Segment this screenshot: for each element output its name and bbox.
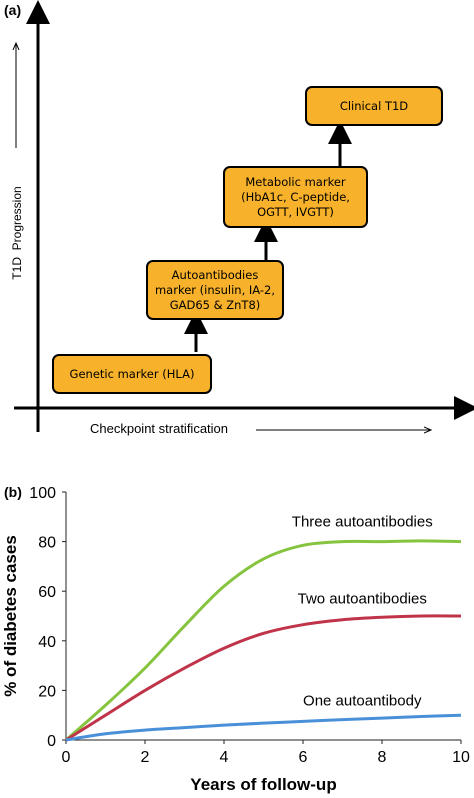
- x-tick-label: 8: [378, 749, 387, 766]
- metabolic-marker-label: Metabolic marker (HbA1c, C-peptide, OGTT…: [241, 174, 350, 219]
- series-label-1: Three autoantibodies: [292, 514, 433, 531]
- panel-a-x-axis-label: Checkpoint stratification: [90, 421, 229, 436]
- metabolic-marker-box: Metabolic marker (HbA1c, C-peptide, OGTT…: [223, 166, 368, 228]
- series-line-2: [65, 614, 462, 742]
- x-tick-label: 6: [299, 749, 308, 766]
- y-tick-label: 60: [38, 584, 56, 601]
- panel-a-axes: [0, 0, 474, 440]
- panel-a-y-axis-label: T1D Progression: [10, 186, 24, 280]
- y-tick-label: 80: [38, 535, 56, 552]
- clinical-t1d-box: Clinical T1D: [305, 86, 443, 126]
- panel-b-label: (b): [4, 484, 22, 500]
- y-tick-label: 20: [38, 683, 56, 700]
- series-label-3: One autoantibody: [303, 692, 422, 709]
- x-axis-label: Years of follow-up: [190, 775, 336, 794]
- x-tick-label: 0: [62, 749, 71, 766]
- x-tick-label: 4: [220, 749, 229, 766]
- line-chart: 0 20 40 60 80 100 0 2 4 6 8 10 Three autoantibodies…: [1, 485, 470, 794]
- genetic-marker-box: Genetic marker (HLA): [52, 354, 212, 394]
- series-line-1: [65, 539, 462, 742]
- clinical-t1d-label: Clinical T1D: [339, 98, 409, 113]
- y-tick-label: 0: [47, 733, 56, 750]
- y-tick-label: 40: [38, 634, 56, 651]
- x-tick-label: 10: [452, 749, 470, 766]
- series-label-2: Two autoantibodies: [298, 591, 427, 608]
- autoantibodies-marker-box: Autoantibodies marker (insulin, IA-2, GA…: [146, 260, 284, 320]
- y-tick-label: 100: [29, 485, 56, 502]
- series-line-3: [65, 713, 462, 742]
- x-tick-label: 2: [141, 749, 150, 766]
- genetic-marker-label: Genetic marker (HLA): [69, 366, 195, 381]
- panel-a-label: (a): [4, 2, 22, 18]
- autoantibodies-marker-label: Autoantibodies marker (insulin, IA-2, GA…: [154, 267, 276, 312]
- y-axis-label: % of diabetes cases: [1, 535, 20, 697]
